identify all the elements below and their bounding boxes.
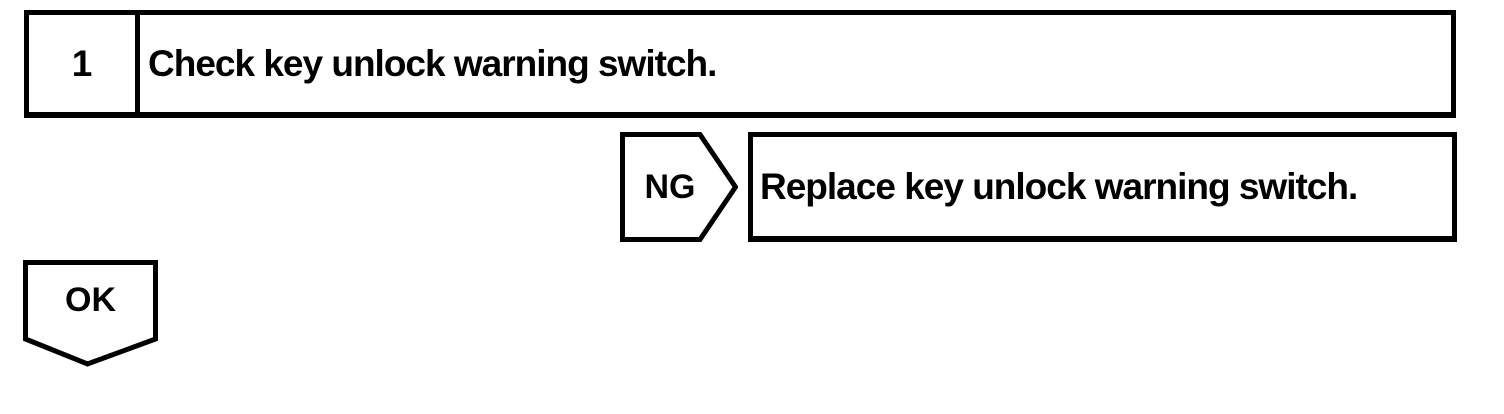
- ok-label: OK: [65, 280, 116, 319]
- ng-connector: NG: [620, 132, 738, 242]
- step-instruction: Check key unlock warning switch.: [148, 42, 717, 84]
- ng-action-box: Replace key unlock warning switch.: [748, 132, 1457, 242]
- ok-pentagon-down-icon: [23, 260, 158, 367]
- step-box: 1 Check key unlock warning switch.: [24, 10, 1456, 118]
- step-number: 1: [29, 15, 140, 112]
- ng-label: NG: [644, 167, 696, 206]
- ok-connector: OK: [23, 260, 158, 367]
- ng-action-text: Replace key unlock warning switch.: [760, 165, 1358, 207]
- ng-pentagon-right-icon: [620, 132, 738, 242]
